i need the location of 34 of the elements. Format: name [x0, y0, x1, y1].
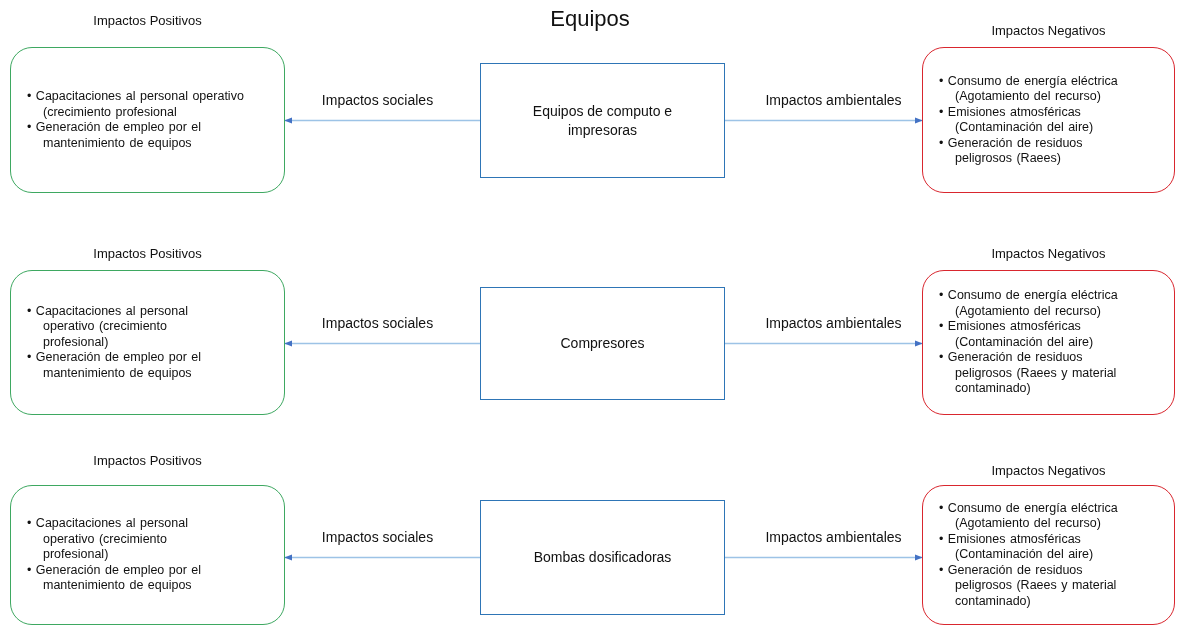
edge-label: Impactos ambientales — [763, 91, 904, 108]
bullet-point: • Consumo de energía eléctrica (Agotamiento del recurso) — [939, 73, 1119, 105]
heading: Impactos Positivos — [93, 13, 202, 29]
arrow — [284, 117, 481, 124]
bullet-point: • Consumo de energía eléctrica (Agotamiento del recurso) — [939, 288, 1119, 320]
heading: Impactos Positivos — [93, 246, 202, 262]
bullet-point: • Emisiones atmosféricas (Contaminación del aire) — [939, 319, 1095, 351]
arrow — [284, 340, 481, 347]
bullet-point: • Capacitaciones al personal operativo (crecimiento profesional) — [27, 516, 189, 563]
heading: Impactos Negativos — [991, 463, 1106, 479]
bullet-point: • Emisiones atmosféricas (Contaminación del aire) — [939, 104, 1095, 136]
edge-label: Impactos ambientales — [763, 314, 904, 331]
bullet-point: • Generación de residuos peligrosos (Raees y material contaminado) — [939, 562, 1118, 610]
bullet-point: • Capacitaciones al personal operativo (crecimiento profesional — [27, 89, 245, 120]
bullet-point: • Generación de empleo por el mantenimiento de equipos — [27, 562, 203, 594]
equipment-box: Bombas dosificadoras — [480, 500, 725, 615]
heading: Impactos Negativos — [991, 246, 1106, 262]
arrow — [724, 117, 923, 124]
arrow — [724, 554, 923, 561]
bullet-point: • Capacitaciones al personal operativo (crecimiento profesional) — [27, 303, 189, 351]
equipment-box: Equipos de computo e impresoras — [480, 63, 725, 178]
bullet-point: • Generación de residuos peligrosos (Raees) — [939, 135, 1084, 167]
title: Equipos — [550, 6, 630, 32]
arrow — [284, 554, 481, 561]
bullet-point: • Consumo de energía eléctrica (Agotamiento del recurso) — [939, 500, 1119, 532]
heading: Impactos Positivos — [93, 453, 202, 469]
bullet-point: • Emisiones atmosféricas (Contaminación del aire) — [939, 531, 1095, 563]
arrow — [724, 340, 923, 347]
bullet-point: • Generación de empleo por el mantenimiento de equipos — [27, 120, 203, 151]
equipment-box: Compresores — [480, 287, 725, 400]
bullet-point: • Generación de empleo por el mantenimiento de equipos — [27, 350, 203, 382]
edge-label: Impactos ambientales — [763, 528, 904, 545]
heading: Impactos Negativos — [991, 23, 1106, 39]
bullet-point: • Generación de residuos peligrosos (Raees y material contaminado) — [939, 350, 1118, 397]
